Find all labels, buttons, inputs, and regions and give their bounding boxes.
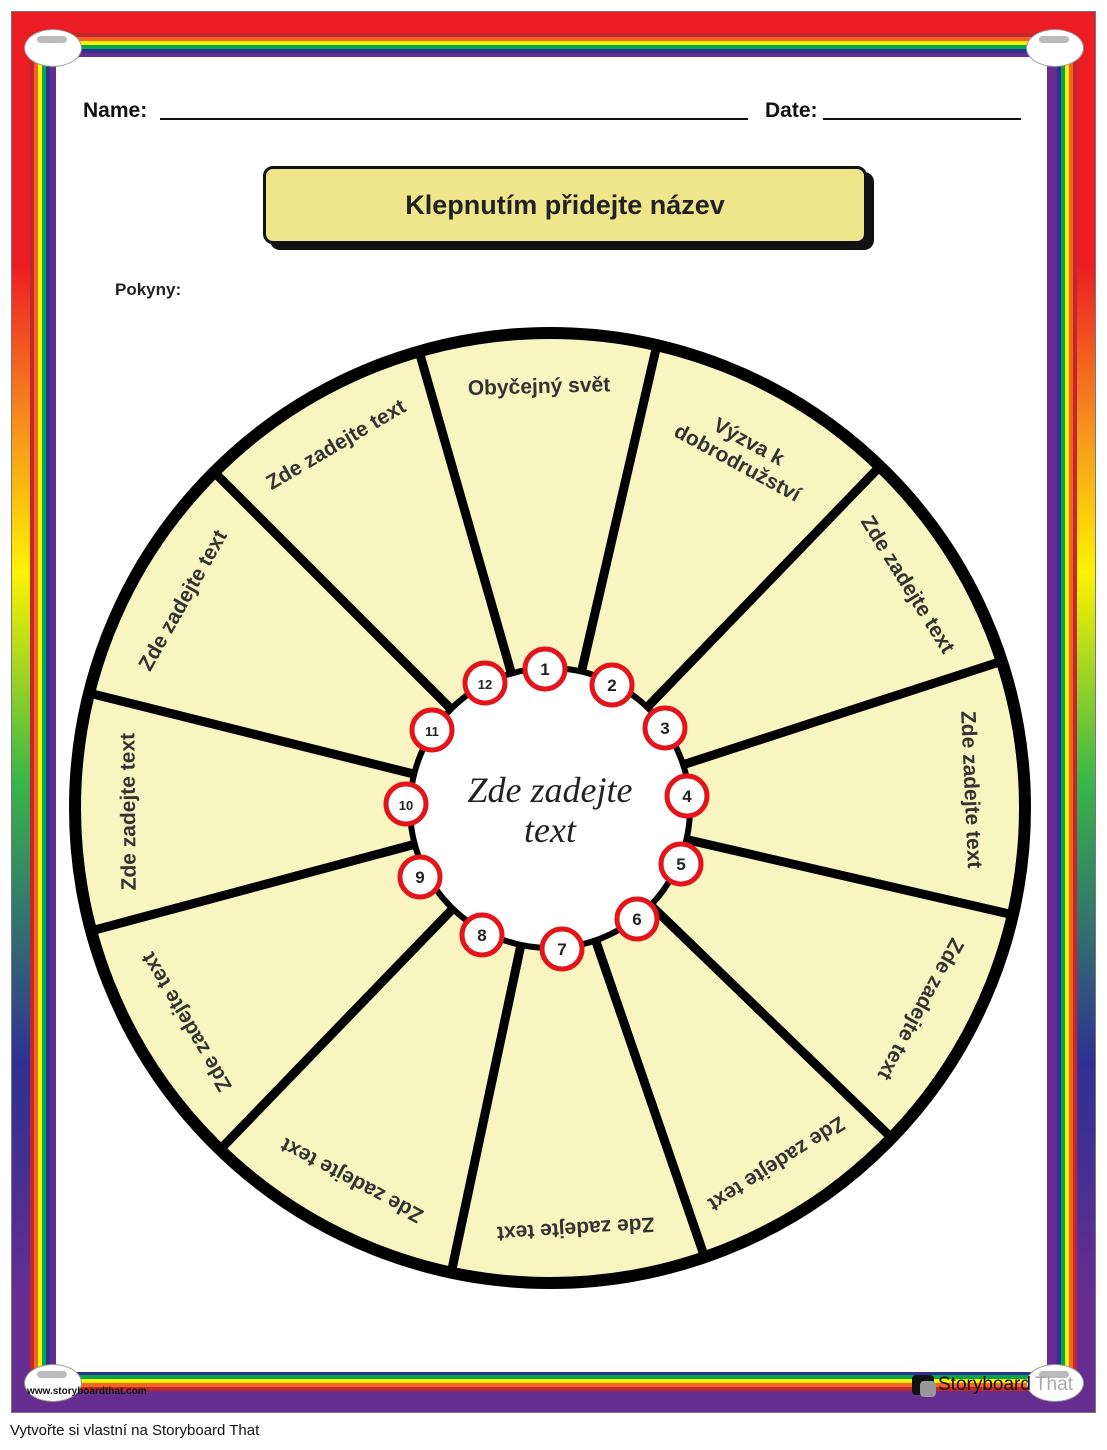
number-text: 2 xyxy=(607,676,616,695)
cloud-decoration xyxy=(25,30,81,66)
number-text: 7 xyxy=(557,940,566,959)
segment-divider xyxy=(685,835,1011,919)
number-ring xyxy=(383,781,429,827)
number-text: 8 xyxy=(477,926,486,945)
number-ring xyxy=(589,662,635,708)
segment-divider xyxy=(591,938,708,1256)
number-ring xyxy=(614,896,660,942)
segment-1[interactable]: Obyčejný svět xyxy=(467,373,610,400)
title-box[interactable]: Klepnutím přidejte název xyxy=(263,166,867,244)
center-text-line2[interactable]: text xyxy=(524,810,577,850)
number-badge-3: 3 xyxy=(642,705,688,751)
name-field[interactable] xyxy=(160,118,748,120)
date-label: Date: xyxy=(765,99,818,122)
number-badge-1: 1 xyxy=(522,646,568,692)
segment-divider xyxy=(415,353,516,675)
segment-divider xyxy=(90,689,416,779)
number-text: 10 xyxy=(399,798,413,813)
instructions-label: Pokyny: xyxy=(115,280,182,299)
number-badge-4: 4 xyxy=(664,773,710,819)
segment-divider xyxy=(447,944,526,1271)
cloud-decoration xyxy=(25,1365,81,1401)
number-text: 11 xyxy=(425,724,439,739)
center-text-line1[interactable]: Zde zadejte xyxy=(468,770,633,810)
number-text: 3 xyxy=(660,719,669,738)
segment-divider xyxy=(213,471,455,713)
segment-divider xyxy=(647,902,893,1140)
segment-10[interactable]: Zde zadejte text xyxy=(116,733,140,891)
number-ring xyxy=(409,707,455,753)
number-badge-9: 9 xyxy=(397,854,443,900)
number-ring xyxy=(642,705,688,751)
number-badge-8: 8 xyxy=(459,912,505,958)
segment-divider xyxy=(218,905,456,1151)
segment-divider xyxy=(577,347,661,673)
name-label: Name: xyxy=(83,99,148,122)
brand-b: That xyxy=(1034,1374,1073,1395)
number-badge-2: 2 xyxy=(589,662,635,708)
number-badge-10: 10 xyxy=(383,781,429,827)
segment-label[interactable]: Zde zadejte text xyxy=(116,733,140,891)
number-badge-11: 11 xyxy=(409,707,455,753)
number-ring xyxy=(462,660,508,706)
number-text: 6 xyxy=(632,910,641,929)
speech-bubble-icon xyxy=(912,1375,936,1397)
number-text: 5 xyxy=(676,855,685,874)
number-badge-7: 7 xyxy=(539,926,585,972)
number-text: 12 xyxy=(478,677,492,692)
number-ring xyxy=(459,912,505,958)
number-ring xyxy=(539,926,585,972)
cloud-decoration xyxy=(1027,1365,1083,1401)
brand-a: Storyboard xyxy=(938,1374,1031,1395)
footer-url[interactable]: www.storyboardthat.com xyxy=(27,1386,147,1397)
segment-divider xyxy=(644,465,882,711)
segment-label[interactable]: Obyčejný svět xyxy=(467,373,610,400)
number-ring xyxy=(522,646,568,692)
number-text: 9 xyxy=(415,868,424,887)
number-ring xyxy=(664,773,710,819)
cloud-decoration xyxy=(1027,30,1083,66)
number-text: 1 xyxy=(540,660,549,679)
number-badge-5: 5 xyxy=(658,841,704,887)
number-ring xyxy=(658,841,704,887)
segment-divider xyxy=(681,657,1001,770)
number-text: 4 xyxy=(682,787,692,806)
number-ring xyxy=(397,854,443,900)
number-badge-6: 6 xyxy=(614,896,660,942)
segment-divider xyxy=(92,839,416,935)
number-badge-12: 12 xyxy=(462,660,508,706)
credit-link[interactable]: Vytvořte si vlastní na Storyboard That xyxy=(10,1422,260,1439)
date-field[interactable] xyxy=(823,118,1021,120)
